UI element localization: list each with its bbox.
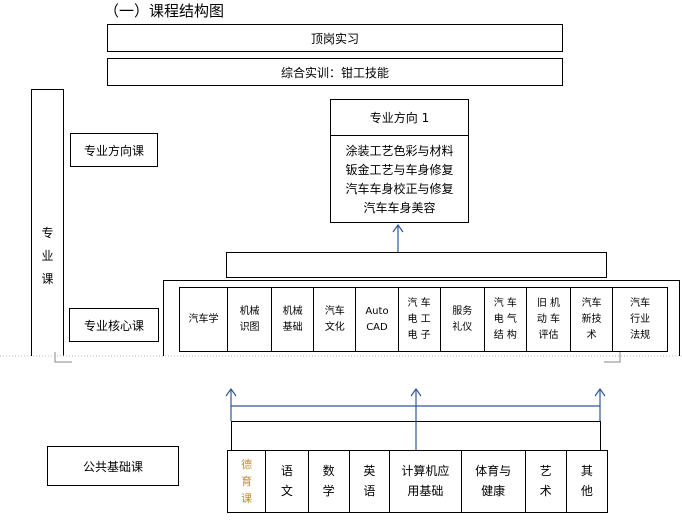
public-course-cell: 德 育 课 bbox=[241, 457, 253, 506]
public-course-cell: 体育与 健康 bbox=[460, 451, 525, 512]
major-course-box: 专 业 课 bbox=[31, 89, 64, 356]
public-course-cell: 语 文 bbox=[265, 451, 307, 512]
core-course-cell: 汽车 新技 术 bbox=[570, 288, 612, 351]
arrow-head bbox=[392, 223, 404, 233]
comprehensive-training-box: 综合实训：钳工技能 bbox=[107, 58, 563, 86]
public-course-row: 德 育 课 语 文 数 学 英 语 计算机应 用基础 体育与 健康 艺 术 其 … bbox=[227, 450, 608, 513]
core-course-row: 汽车学 机械 识图 机械 基础 汽车 文化 Auto CAD 汽 车 电 工 电… bbox=[179, 287, 668, 352]
core-course-label: 专业核心课 bbox=[69, 308, 159, 342]
core-course-cell: 机械 识图 bbox=[227, 288, 271, 351]
page-corner-mark bbox=[54, 352, 72, 363]
public-course-cell: 计算机应 用基础 bbox=[389, 451, 461, 512]
public-course-cell: 其 他 bbox=[565, 451, 607, 512]
direction-course-item: 钣金工艺与车身修复 bbox=[345, 163, 454, 177]
direction-title: 专业方向 1 bbox=[331, 100, 468, 136]
public-course-label: 公共基础课 bbox=[47, 446, 179, 486]
internship-box: 顶岗实习 bbox=[107, 24, 563, 52]
direction-course-list: 涂装工艺色彩与材料 钣金工艺与车身修复 汽车车身校正与修复 汽车车身美容 bbox=[331, 142, 468, 218]
arrow-head bbox=[410, 387, 422, 397]
core-course-cell: 汽车 文化 bbox=[313, 288, 355, 351]
core-course-cell: Auto CAD bbox=[355, 288, 397, 351]
core-course-cell: 机械 基础 bbox=[271, 288, 313, 351]
core-connector-bar bbox=[226, 252, 607, 278]
public-course-cell: 英 语 bbox=[348, 451, 389, 512]
core-course-cell: 汽 车 电 工 电 子 bbox=[397, 288, 440, 351]
core-course-cell: 汽 车 电 气 结 构 bbox=[483, 288, 526, 351]
direction-course-item: 汽车车身美容 bbox=[363, 201, 436, 215]
core-course-cell: 汽车学 bbox=[188, 313, 219, 325]
direction-course-item: 汽车车身校正与修复 bbox=[345, 182, 454, 196]
page-corner-mark bbox=[604, 352, 621, 363]
public-course-cell: 艺 术 bbox=[524, 451, 566, 512]
core-course-cell: 旧 机 动 车 评估 bbox=[525, 288, 570, 351]
page-title: （一）课程结构图 bbox=[104, 2, 225, 20]
core-course-cell: 服务 礼仪 bbox=[439, 288, 484, 351]
arrow-head bbox=[594, 387, 606, 397]
direction-course-item: 涂装工艺色彩与材料 bbox=[345, 144, 454, 158]
core-course-cell: 汽车 行业 法规 bbox=[612, 288, 667, 351]
direction-box: 专业方向 1 涂装工艺色彩与材料 钣金工艺与车身修复 汽车车身校正与修复 汽车车… bbox=[330, 99, 469, 223]
public-course-cell: 数 学 bbox=[307, 451, 349, 512]
major-course-label: 专 业 课 bbox=[41, 226, 54, 286]
direction-course-label: 专业方向课 bbox=[70, 133, 158, 167]
core-outer-frame bbox=[163, 280, 680, 356]
arrow-head bbox=[225, 387, 237, 397]
